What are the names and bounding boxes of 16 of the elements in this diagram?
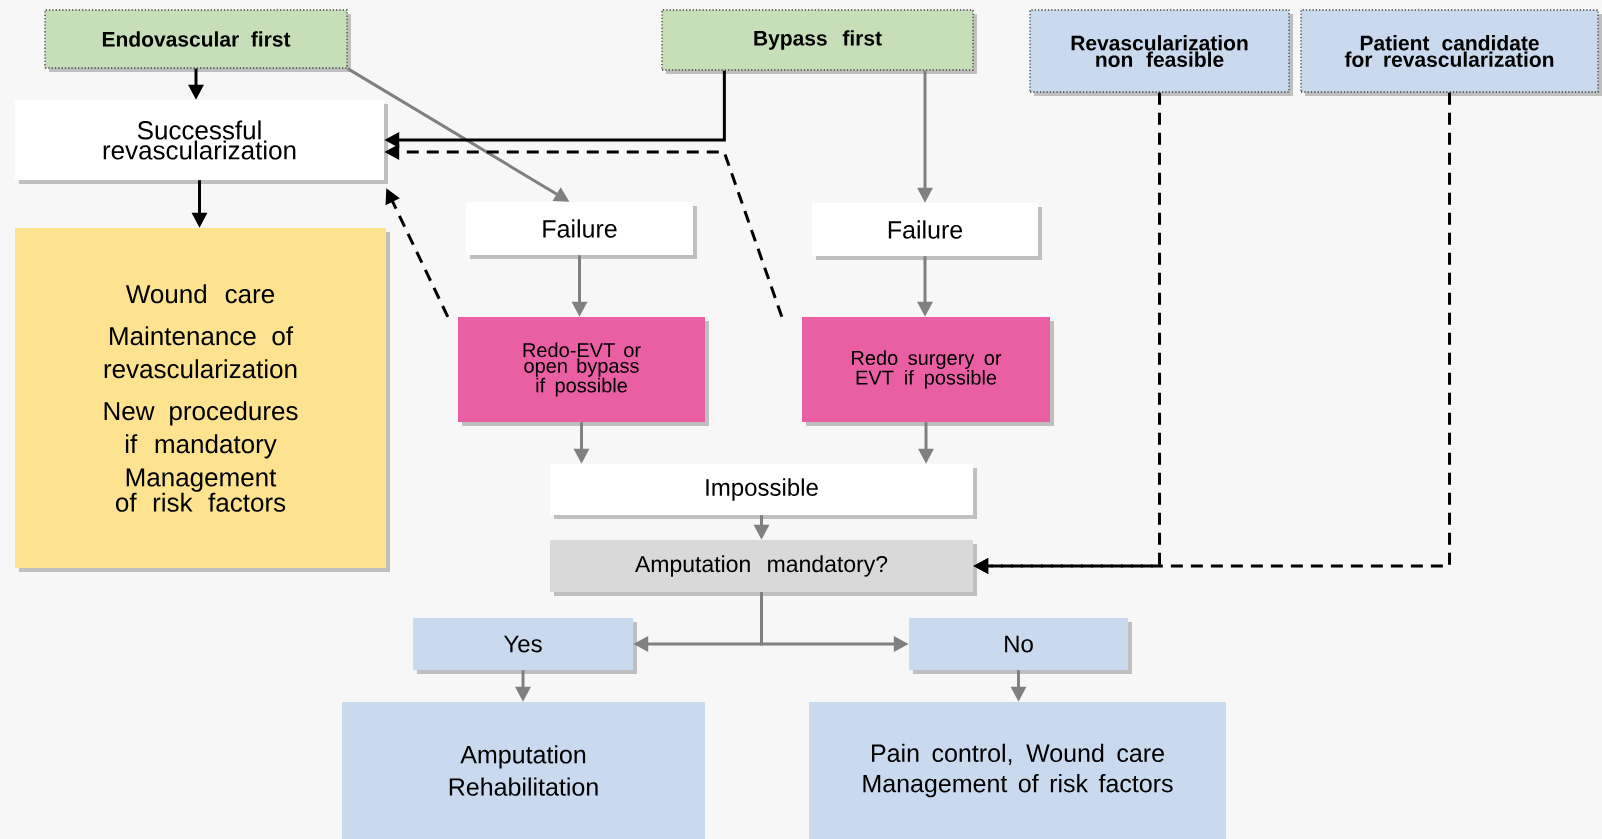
redo-box: Redo-EVT or open bypass if possible	[458, 317, 709, 426]
outcome-box: Pain control, Wound care Management of risk factors	[809, 702, 1226, 839]
start-box: Endovascular first	[44, 9, 351, 72]
process-box: Successful revascularization	[15, 100, 388, 184]
condition-box: Revascularization non feasible	[1029, 9, 1293, 96]
start-box: Bypass first	[661, 9, 977, 74]
choice-box: Yes	[413, 618, 637, 674]
condition-box: Patient candidate for revascularization	[1300, 9, 1602, 96]
decision-box: Amputation mandatory?	[550, 540, 977, 596]
choice-box: No	[909, 618, 1132, 674]
failure-box: Failure	[812, 203, 1042, 260]
outcome-box: Amputation Rehabilitation	[342, 702, 705, 839]
failure-box: Failure	[466, 202, 697, 259]
care-box: Wound care Maintenance of revascularization New procedures if mandatory Management of risk factors	[15, 228, 390, 572]
process-box: Impossible	[550, 464, 977, 519]
redo-box: Redo surgery or EVT if possible	[802, 317, 1054, 426]
